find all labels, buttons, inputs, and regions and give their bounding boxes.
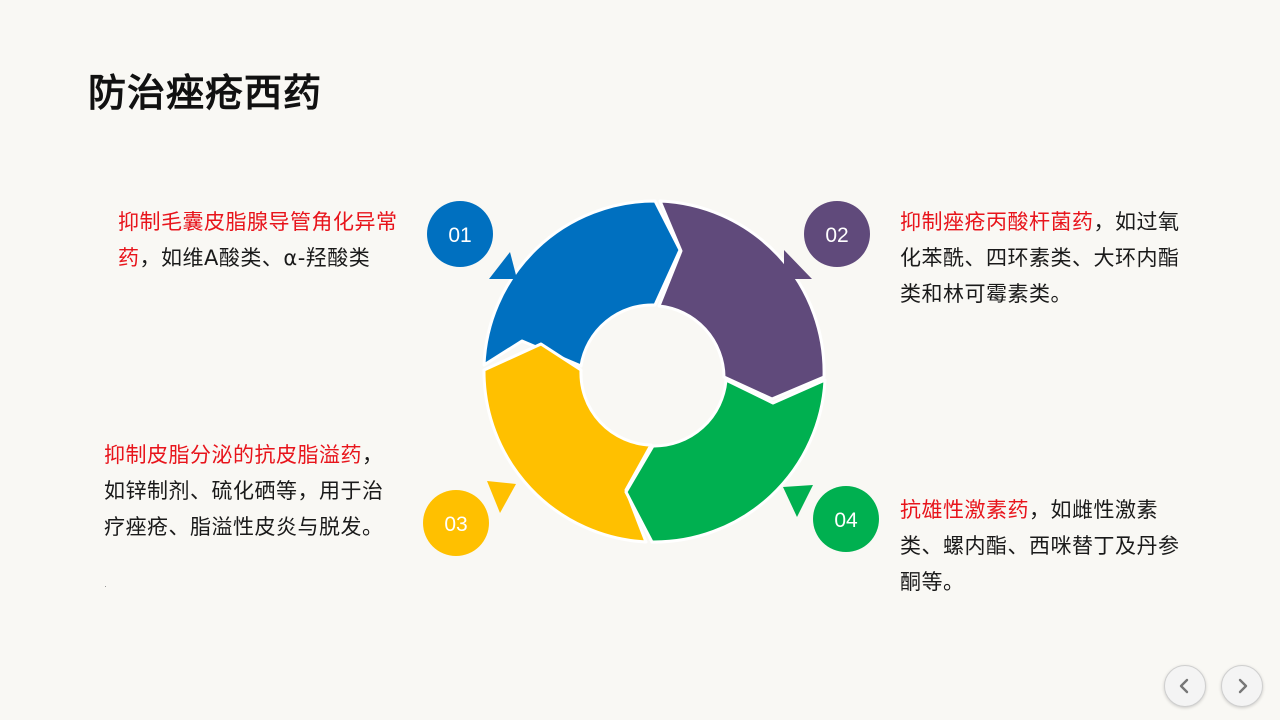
cycle-segment-04 (624, 378, 827, 544)
badge-04-circle (813, 486, 879, 552)
item-01-body: ，如维A酸类、α-羟酸类 (139, 246, 371, 270)
stray-dot (105, 586, 106, 587)
pointer-01 (489, 252, 517, 279)
badge-02-label: 02 (825, 224, 848, 247)
pointer-04 (783, 485, 813, 517)
badge-01-label: 01 (448, 224, 471, 247)
pointer-03 (487, 481, 516, 513)
item-04-body: ，如雌性激素类、螺内酯、西咪替丁及丹参酮等。 (900, 498, 1180, 594)
badge-02-circle (804, 201, 870, 267)
badge-03-circle (423, 490, 489, 556)
prev-slide-button[interactable] (1164, 665, 1206, 707)
item-04-highlight: 抗雄性激素药 (900, 498, 1029, 522)
cycle-segment-03 (482, 342, 653, 544)
chevron-right-icon (1238, 678, 1248, 694)
badge-03-label: 03 (444, 513, 467, 536)
chevron-left-icon (1179, 678, 1189, 694)
next-slide-button[interactable] (1221, 665, 1263, 707)
page-title: 防治痤疮西药 (88, 71, 323, 115)
item-03-text: 抑制皮脂分泌的抗皮脂溢药，如锌制剂、硫化硒等，用于治疗痤疮、脂溢性皮炎与脱发。 (104, 437, 404, 545)
item-04-text: 抗雄性激素药，如雌性激素类、螺内酯、西咪替丁及丹参酮等。 (900, 492, 1190, 600)
item-02-body: ，如过氧化苯酰、四环素类、大环内酯类和林可霉素类。 (900, 210, 1180, 306)
item-03-highlight: 抑制皮脂分泌的抗皮脂溢药 (104, 443, 362, 467)
pointer-02 (784, 250, 812, 279)
cycle-segment-02 (657, 199, 826, 401)
item-02-text: 抑制痤疮丙酸杆菌药，如过氧化苯酰、四环素类、大环内酯类和林可霉素类。 (900, 204, 1190, 312)
item-01-highlight: 抑制毛囊皮脂腺导管角化异常药 (118, 210, 398, 270)
item-02-highlight: 抑制痤疮丙酸杆菌药 (900, 210, 1094, 234)
item-01-text: 抑制毛囊皮脂腺导管角化异常药，如维A酸类、α-羟酸类 (118, 204, 403, 276)
badge-01-circle (427, 201, 493, 267)
item-03-body: ，如锌制剂、硫化硒等，用于治疗痤疮、脂溢性皮炎与脱发。 (104, 443, 384, 539)
badge-04-label: 04 (834, 509, 858, 532)
cycle-segment-01 (482, 199, 682, 368)
